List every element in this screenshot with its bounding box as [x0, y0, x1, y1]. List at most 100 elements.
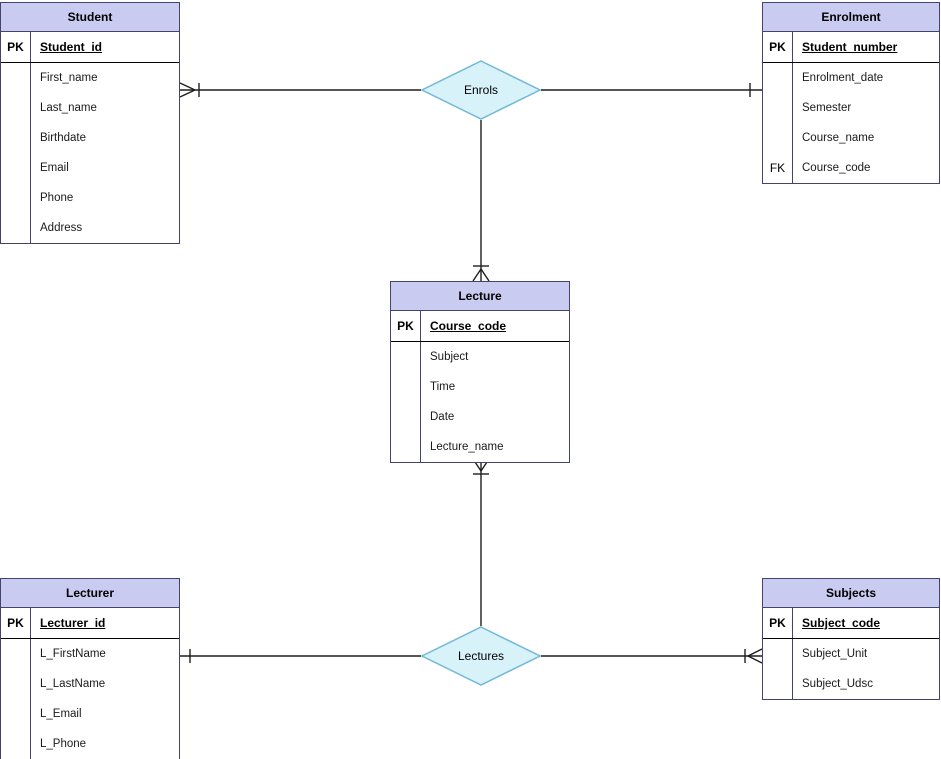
table-row: Enrolment_date — [763, 63, 939, 93]
relationship-enrols[interactable]: Enrols — [421, 60, 541, 120]
key-cell — [1, 153, 31, 183]
field-name: Semester — [802, 102, 852, 114]
key-cell: PK — [1, 608, 31, 638]
diamond-shape — [421, 60, 541, 120]
key-cell — [763, 123, 793, 153]
table-row: L_FirstName — [1, 639, 179, 669]
connector-lecturer-lectures[interactable] — [180, 649, 421, 663]
table-row: PK Student_number — [763, 32, 939, 63]
entity-subjects[interactable]: Subjects PK Subject_code Subject_Unit Su… — [762, 578, 940, 700]
key-cell: PK — [1, 32, 31, 62]
key-cell — [1, 669, 31, 699]
connector-enrols-enrolment[interactable] — [541, 83, 762, 97]
field-name: Time — [430, 381, 456, 393]
field-name: Course_name — [802, 132, 875, 144]
key-cell — [1, 123, 31, 153]
field-name: Course_code — [802, 162, 871, 174]
entity-lecture[interactable]: Lecture PK Course_code Subject Time Date… — [390, 281, 570, 463]
table-row: Email — [1, 153, 179, 183]
field-name: Subject — [430, 351, 469, 363]
field-name: Enrolment_date — [802, 72, 884, 84]
table-row: L_LastName — [1, 669, 179, 699]
field-name: Student_number — [802, 40, 898, 54]
key-cell — [1, 729, 31, 759]
table-row: L_Phone — [1, 729, 179, 759]
key-cell — [391, 372, 421, 402]
key-cell — [391, 342, 421, 372]
key-cell: FK — [763, 153, 793, 183]
field-name: Date — [430, 411, 455, 423]
key-cell — [763, 93, 793, 123]
key-cell — [391, 402, 421, 432]
key-cell: PK — [763, 32, 793, 62]
field-name: L_FirstName — [40, 648, 106, 660]
key-cell — [1, 213, 31, 243]
table-row: Date — [391, 402, 569, 432]
field-name: First_name — [40, 72, 98, 84]
entity-title: Enrolment — [763, 3, 939, 32]
entity-enrolment[interactable]: Enrolment PK Student_number Enrolment_da… — [762, 2, 940, 184]
field-name: Student_id — [40, 40, 102, 54]
key-cell — [1, 183, 31, 213]
key-cell — [1, 93, 31, 123]
table-row: Course_name — [763, 123, 939, 153]
key-cell — [1, 63, 31, 93]
field-name: Course_code — [430, 319, 507, 333]
table-row: Birthdate — [1, 123, 179, 153]
table-row: Subject_Udsc — [763, 669, 939, 699]
connector-lecture-lectures[interactable] — [472, 458, 490, 626]
table-row: Semester — [763, 93, 939, 123]
field-name: Lecture_name — [430, 441, 504, 453]
entity-title: Student — [1, 3, 179, 32]
table-row: L_Email — [1, 699, 179, 729]
crows-foot-many-icon — [472, 265, 490, 282]
table-row: FK Course_code — [763, 153, 939, 183]
connector-enrols-lecture[interactable] — [472, 120, 490, 282]
table-row: Lecture_name — [391, 432, 569, 462]
connector-lectures-subjects[interactable] — [541, 648, 763, 664]
key-cell: PK — [391, 311, 421, 341]
field-name: Subject_Unit — [802, 648, 868, 660]
field-name: L_LastName — [40, 678, 106, 690]
table-row: Subject_Unit — [763, 639, 939, 669]
table-row: Subject — [391, 342, 569, 372]
entity-title: Lecturer — [1, 579, 179, 608]
field-name: Email — [40, 162, 69, 174]
crows-foot-many-icon — [744, 648, 763, 664]
key-cell: PK — [763, 608, 793, 638]
field-name: Lecturer_id — [40, 616, 106, 630]
field-name: Address — [40, 222, 83, 234]
table-row: Time — [391, 372, 569, 402]
field-name: Birthdate — [40, 132, 87, 144]
entity-student[interactable]: Student PK Student_id First_name Last_na… — [0, 2, 180, 244]
field-name: Subject_Udsc — [802, 678, 873, 690]
table-row: PK Student_id — [1, 32, 179, 63]
entity-lecturer[interactable]: Lecturer PK Lecturer_id L_FirstName L_La… — [0, 578, 180, 759]
entity-title: Lecture — [391, 282, 569, 311]
field-name: Phone — [40, 192, 74, 204]
relationship-label: Enrols — [463, 83, 498, 97]
relationship-lectures[interactable]: Lectures — [421, 626, 541, 686]
field-name: L_Email — [40, 708, 82, 720]
table-row: PK Course_code — [391, 311, 569, 342]
field-name: Last_name — [40, 102, 97, 114]
key-cell — [391, 432, 421, 462]
table-row: Address — [1, 213, 179, 243]
relationship-label: Lectures — [457, 649, 505, 663]
table-row: Last_name — [1, 93, 179, 123]
key-cell — [763, 669, 793, 699]
connector-student-enrols[interactable] — [179, 82, 421, 98]
entity-title: Subjects — [763, 579, 939, 608]
key-cell — [1, 639, 31, 669]
key-cell — [763, 639, 793, 669]
field-name: Subject_code — [802, 616, 881, 630]
table-row: PK Lecturer_id — [1, 608, 179, 639]
key-cell — [1, 699, 31, 729]
table-row: PK Subject_code — [763, 608, 939, 639]
table-row: Phone — [1, 183, 179, 213]
field-name: L_Phone — [40, 738, 87, 750]
diamond-shape — [421, 626, 541, 686]
crows-foot-many-icon — [179, 82, 200, 98]
